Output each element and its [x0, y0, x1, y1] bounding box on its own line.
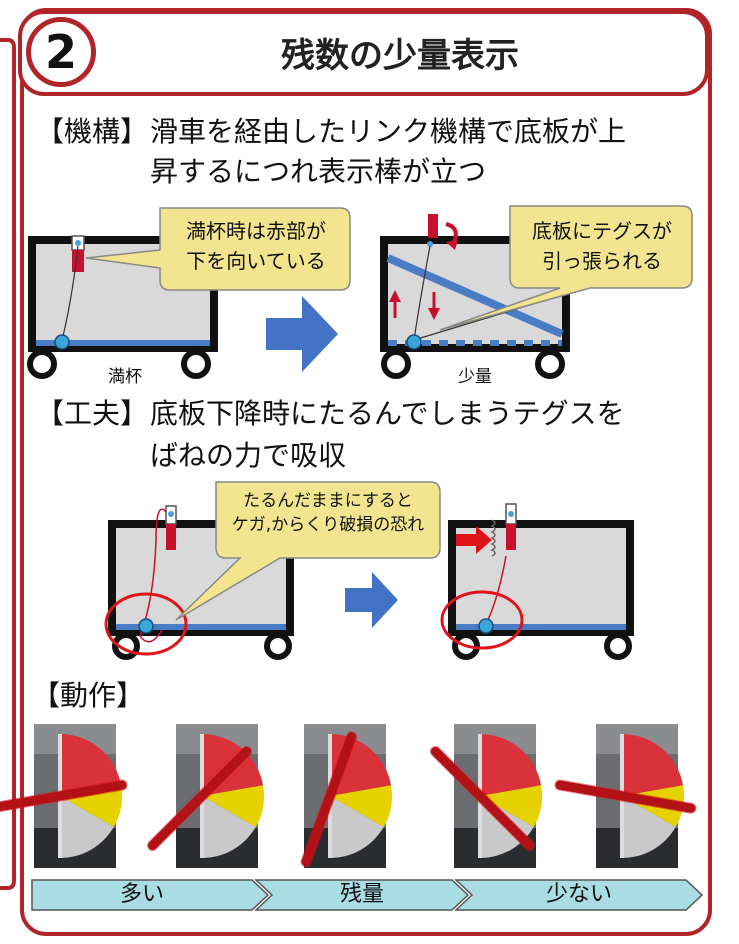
bubble-low-line1: 底板にテグスが: [532, 219, 672, 243]
spring-icon: [490, 519, 496, 557]
mechanism-label: 【機構】: [36, 115, 149, 148]
bubble-slack-line2: ケガ,からくり破損の恐れ: [231, 515, 425, 535]
caption-low: 少量: [458, 367, 492, 387]
cart-low: [380, 214, 570, 379]
section-number: 2: [26, 17, 96, 87]
operation-label: 【動作】: [32, 679, 145, 712]
cart-spring: [440, 503, 634, 660]
idea-line1: 底板下降時にたるんでしまうテグスを: [150, 397, 625, 430]
page-title: 残数の少量表示: [281, 36, 519, 76]
indicator-photo: [554, 724, 697, 868]
bubble-full-line2: 下を向いている: [186, 249, 326, 273]
idea-line2: ばねの力で吸収: [150, 439, 347, 472]
bubble-low: [439, 205, 693, 331]
bubble-full-line1: 満杯時は赤部が: [186, 219, 326, 243]
stage-chevron-1: [31, 879, 270, 911]
mechanism-line2: 昇するにつれ表示棒が立つ: [150, 155, 487, 188]
stage-chevron-2: [254, 879, 470, 911]
title-bar: [18, 10, 709, 96]
indicator-photo: [0, 724, 128, 868]
indicator-photo: [429, 724, 542, 868]
bubble-slack-line1: たるんだままにすると: [243, 491, 413, 511]
bubble-slack: [175, 481, 441, 621]
stage-label-3: 少ない: [545, 882, 612, 907]
indicator-photo: [147, 724, 264, 868]
stage-chevron-3: [454, 879, 704, 911]
indicator-photo: [300, 724, 392, 868]
caption-full: 満杯: [108, 367, 142, 387]
stage-label-1: 多い: [119, 882, 164, 907]
bubble-full: [85, 207, 351, 291]
arrow-icon: [266, 296, 338, 372]
left-edge-border: [0, 0, 22, 944]
arrow-icon-2: [345, 572, 398, 628]
stage-label-2: 残量: [339, 882, 384, 907]
mechanism-line1: 滑車を経由したリンク機構で底板が上: [150, 115, 627, 148]
idea-label: 【工夫】: [36, 397, 149, 430]
bubble-low-line2: 引っ張られる: [542, 249, 662, 273]
